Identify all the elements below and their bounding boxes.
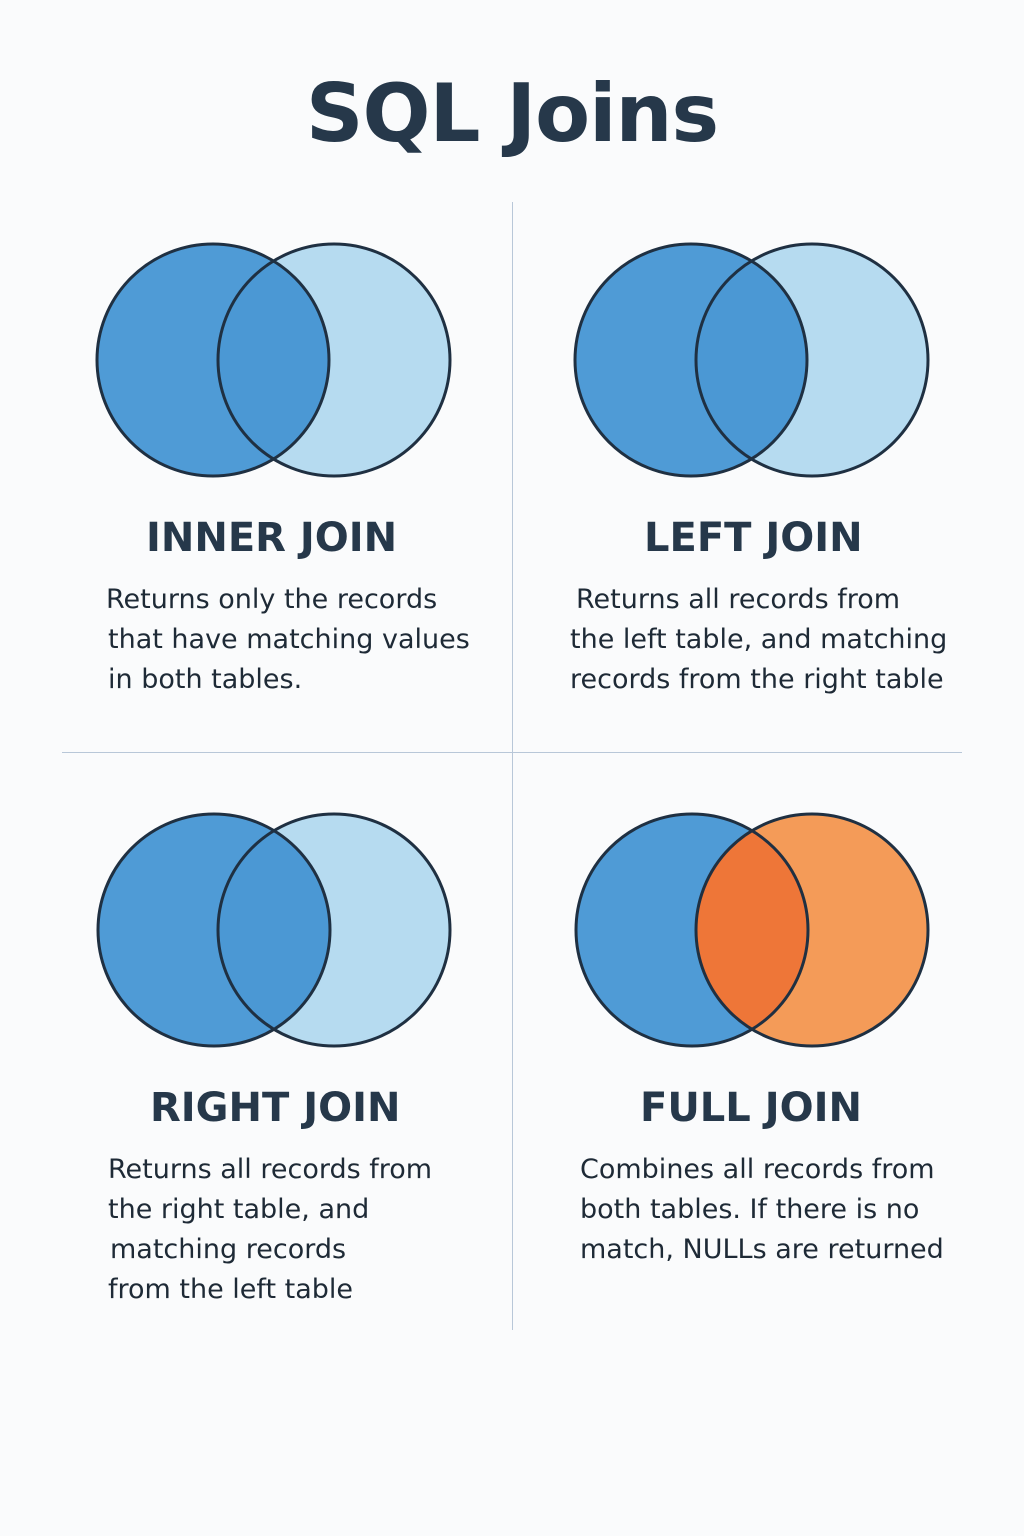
right-join-venn-diagram [96, 812, 452, 1048]
join-description: Returns all records from the right table… [108, 1150, 432, 1310]
description-line: from the left table [108, 1274, 354, 1305]
page-title: SQL Joins [305, 67, 719, 160]
description-line: Returns all records from [576, 584, 901, 615]
join-description: Combines all records from both tables. I… [580, 1150, 944, 1270]
intersection-area [696, 244, 807, 476]
join-title: INNER JOIN [146, 515, 398, 561]
join-title: LEFT JOIN [644, 515, 863, 561]
intersection-area [218, 814, 330, 1046]
description-line: match, NULLs are returned [580, 1234, 944, 1265]
description-line: that have matching values [108, 624, 470, 655]
inner-join-venn-diagram [95, 242, 452, 478]
left-join-panel: LEFT JOIN Returns all records from the l… [540, 230, 1024, 790]
intersection-area [218, 244, 329, 476]
join-description: Returns only the records that have match… [106, 580, 470, 700]
description-line: the right table, and [108, 1194, 370, 1225]
description-line: Returns all records from [108, 1154, 433, 1185]
description-line: in both tables. [108, 664, 303, 695]
vertical-divider [512, 202, 513, 1330]
join-title: RIGHT JOIN [150, 1085, 401, 1131]
description-line: records from the right table [570, 664, 944, 695]
join-title: FULL JOIN [640, 1085, 862, 1131]
right-circle-outline [694, 242, 930, 478]
left-circle-outline [573, 242, 809, 478]
description-line: matching records [110, 1234, 347, 1265]
full-join-venn-diagram [574, 812, 930, 1048]
left-join-venn-diagram [573, 242, 930, 478]
horizontal-divider [62, 752, 962, 753]
inner-join-panel: INNER JOIN Returns only the records that… [62, 230, 562, 790]
description-line: the left table, and matching [570, 624, 948, 655]
intersection-area [696, 814, 808, 1046]
join-description: Returns all records from the left table,… [570, 580, 947, 700]
left-circle-outline [574, 812, 810, 1048]
description-line: Returns only the records [106, 584, 438, 615]
description-line: both tables. If there is no [580, 1194, 920, 1225]
full-join-panel: FULL JOIN Combines all records from both… [540, 800, 1024, 1360]
right-circle-outline [216, 812, 452, 1048]
right-join-panel: RIGHT JOIN Returns all records from the … [62, 800, 562, 1360]
left-circle-outline [96, 812, 332, 1048]
right-circle-outline [694, 812, 930, 1048]
left-circle-outline [95, 242, 331, 478]
right-circle-outline [216, 242, 452, 478]
description-line: Combines all records from [580, 1154, 935, 1185]
